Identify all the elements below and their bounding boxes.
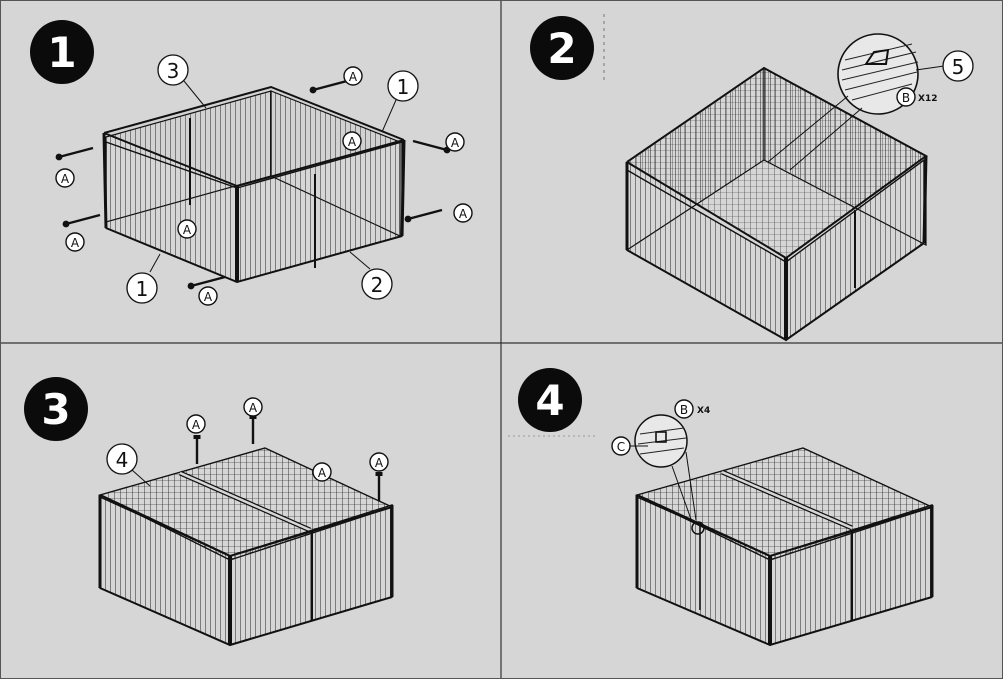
label-text: B bbox=[680, 403, 688, 417]
step-number-badge: 3 bbox=[24, 377, 88, 441]
hook-latch-detail bbox=[634, 414, 697, 523]
label-text: A bbox=[349, 70, 358, 84]
label-text: A bbox=[71, 236, 80, 250]
label-text: A bbox=[192, 418, 201, 432]
label-text: A bbox=[459, 207, 468, 221]
step-2-panel: 2 5 bbox=[530, 14, 974, 342]
label-text: A bbox=[249, 401, 258, 415]
pen-box-diagram bbox=[102, 85, 406, 284]
hardware-label: A bbox=[243, 397, 263, 417]
label-text: B bbox=[902, 91, 910, 105]
step-3-panel: 3 A A A A 4 bbox=[24, 377, 394, 647]
label-text: 2 bbox=[371, 273, 384, 297]
hardware-labels: B X4 C bbox=[611, 399, 710, 456]
label-text: 5 bbox=[952, 55, 965, 79]
hardware-label: B bbox=[674, 399, 694, 419]
part-callouts: 4 bbox=[106, 443, 151, 487]
part-callout: 1 bbox=[387, 70, 419, 102]
step-number: 2 bbox=[547, 24, 576, 73]
hardware-label: A bbox=[198, 286, 218, 306]
pen-box-diagram bbox=[98, 447, 394, 647]
hardware-label: A bbox=[453, 203, 473, 223]
hardware-labels: A A A A bbox=[186, 397, 389, 482]
step-number-badge: 4 bbox=[508, 368, 596, 437]
step-number-badge: 1 bbox=[30, 20, 94, 84]
hardware-label: A bbox=[55, 168, 75, 188]
label-text: A bbox=[204, 290, 213, 304]
part-callouts: 3 1 1 2 bbox=[126, 54, 419, 304]
pen-box-diagram bbox=[625, 66, 928, 342]
label-text: A bbox=[348, 135, 357, 149]
step-4-panel: 4 B bbox=[508, 368, 934, 647]
step-number: 4 bbox=[535, 376, 564, 425]
part-callout: 2 bbox=[361, 268, 393, 300]
part-callout: 5 bbox=[942, 50, 974, 82]
hardware-label: C bbox=[611, 436, 631, 456]
label-text: A bbox=[318, 466, 327, 480]
label-text: A bbox=[451, 136, 460, 150]
label-text: A bbox=[183, 223, 192, 237]
label-text: 3 bbox=[167, 59, 180, 83]
label-text: C bbox=[617, 440, 625, 454]
part-callout: 1 bbox=[126, 272, 158, 304]
label-text: 1 bbox=[136, 277, 149, 301]
label-text: 1 bbox=[397, 75, 410, 99]
hardware-label: A bbox=[186, 414, 206, 434]
step-number: 1 bbox=[47, 28, 76, 77]
hardware-label: A bbox=[65, 232, 85, 252]
step-1-panel: 1 bbox=[30, 20, 473, 306]
hardware-labels: A A A A A A A A bbox=[55, 66, 473, 306]
step-number-badge: 2 bbox=[530, 14, 605, 80]
part-callout: 3 bbox=[157, 54, 189, 86]
part-callout: 4 bbox=[106, 443, 138, 475]
hardware-label: A bbox=[342, 131, 362, 151]
label-text: A bbox=[375, 456, 384, 470]
hardware-label: B bbox=[896, 87, 916, 107]
hardware-label: A bbox=[343, 66, 363, 86]
label-text: 4 bbox=[116, 448, 129, 472]
hardware-label: A bbox=[177, 219, 197, 239]
pen-box-diagram bbox=[635, 447, 934, 647]
hardware-label: A bbox=[445, 132, 465, 152]
hardware-quantity: X12 bbox=[918, 94, 937, 104]
hardware-label: A bbox=[369, 452, 389, 472]
step-number: 3 bbox=[41, 385, 70, 434]
part-callouts: 5 B X12 bbox=[896, 50, 974, 107]
label-text: A bbox=[61, 172, 70, 186]
hardware-quantity: X4 bbox=[697, 406, 710, 416]
hardware-label: A bbox=[312, 462, 332, 482]
